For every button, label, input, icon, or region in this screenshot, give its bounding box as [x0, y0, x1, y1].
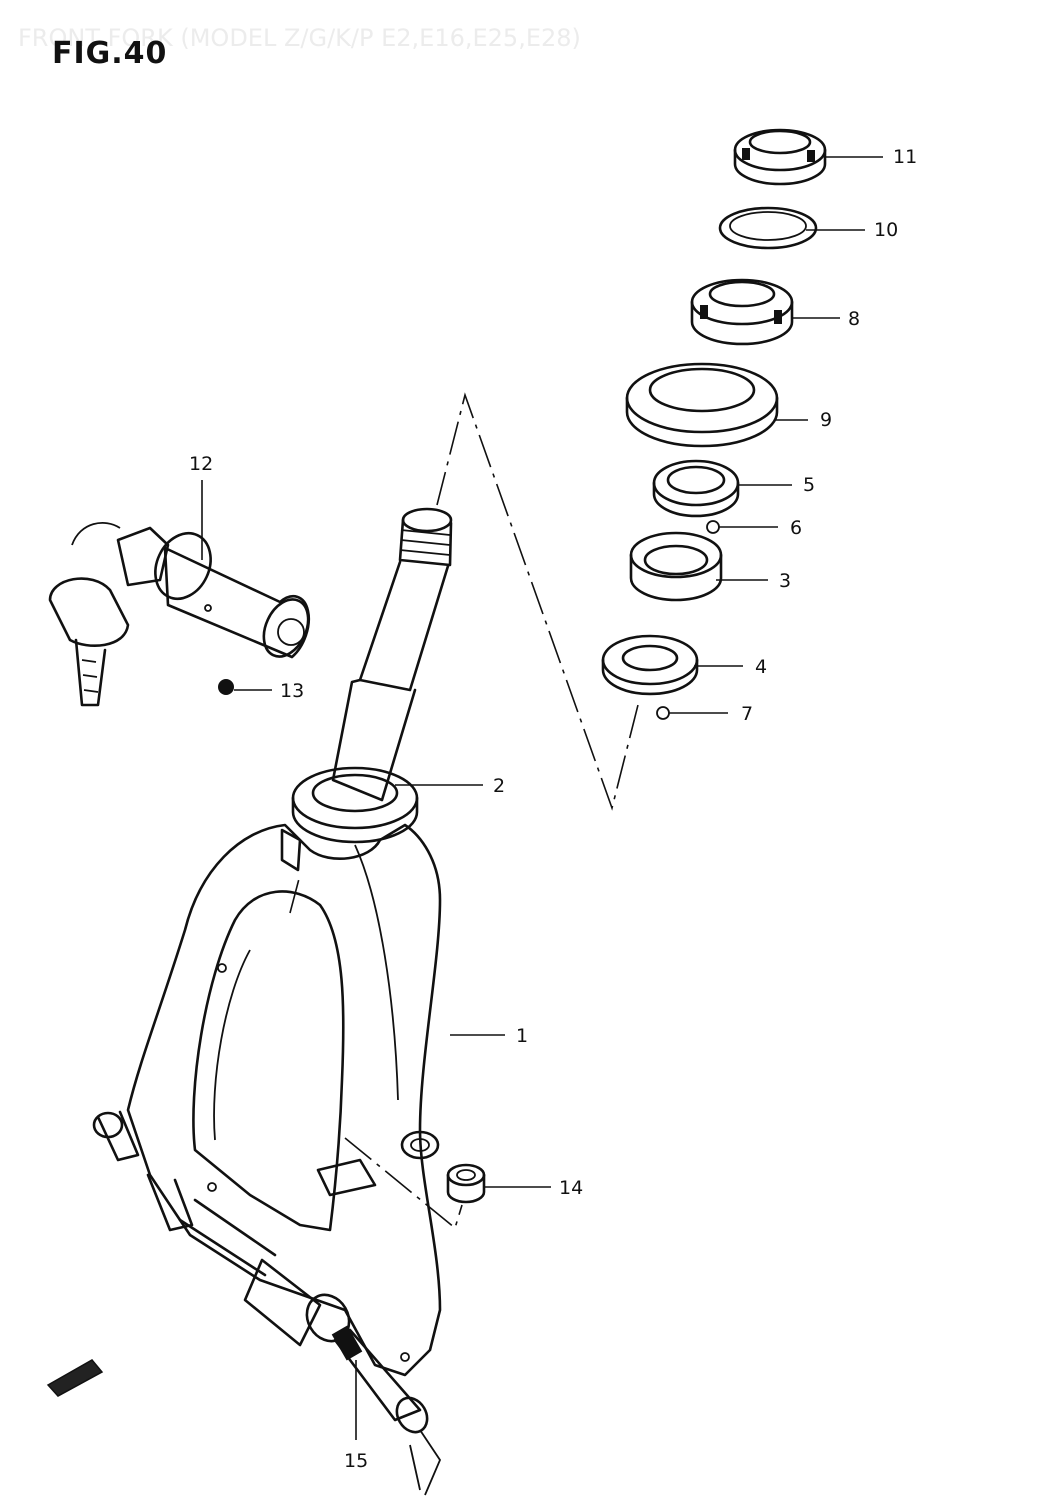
part-14-grommet — [446, 1163, 486, 1204]
callout-5: 5 — [803, 474, 815, 496]
callout-7: 7 — [741, 703, 753, 725]
callout-9: 9 — [820, 409, 832, 431]
callout-10: 10 — [874, 219, 898, 241]
part-15-axle-bolt — [178, 1198, 442, 1496]
callout-13: 13 — [280, 680, 304, 702]
part-8-adjust-nut — [690, 278, 794, 346]
direction-arrow-icon — [46, 1359, 104, 1397]
callout-12: 12 — [189, 453, 213, 475]
callout-15: 15 — [344, 1450, 368, 1472]
figure-label: FIG.40 — [52, 36, 168, 71]
part-11-stem-nut — [733, 128, 827, 186]
callout-1: 1 — [516, 1025, 528, 1047]
callout-2: 2 — [493, 775, 505, 797]
part-1-front-fork — [92, 507, 453, 1377]
leader-lines — [201, 156, 883, 1440]
callout-14: 14 — [559, 1177, 583, 1199]
callout-labels: 11 10 8 9 5 6 3 4 7 2 1 14 12 13 15 — [189, 146, 917, 1472]
diagram-title: FRONT FORK (MODEL Z/G/K/P E2,E16,E25,E28… — [18, 24, 581, 52]
part-2-dust-seal — [291, 766, 419, 830]
part-10-ring — [718, 206, 818, 250]
part-5-bearing-race — [652, 459, 740, 518]
part-3-bearing-cup — [629, 531, 723, 602]
callout-8: 8 — [848, 308, 860, 330]
part-12-steering-lock — [48, 521, 311, 707]
part-7-ball — [656, 706, 670, 720]
callout-6: 6 — [790, 517, 802, 539]
callout-4: 4 — [755, 656, 767, 678]
part-4-lower-race — [601, 634, 699, 696]
part-13-rivet — [218, 679, 234, 695]
callout-11: 11 — [893, 146, 917, 168]
callout-3: 3 — [779, 570, 791, 592]
part-9-upper-race — [625, 362, 779, 448]
part-6-ball — [706, 520, 720, 534]
